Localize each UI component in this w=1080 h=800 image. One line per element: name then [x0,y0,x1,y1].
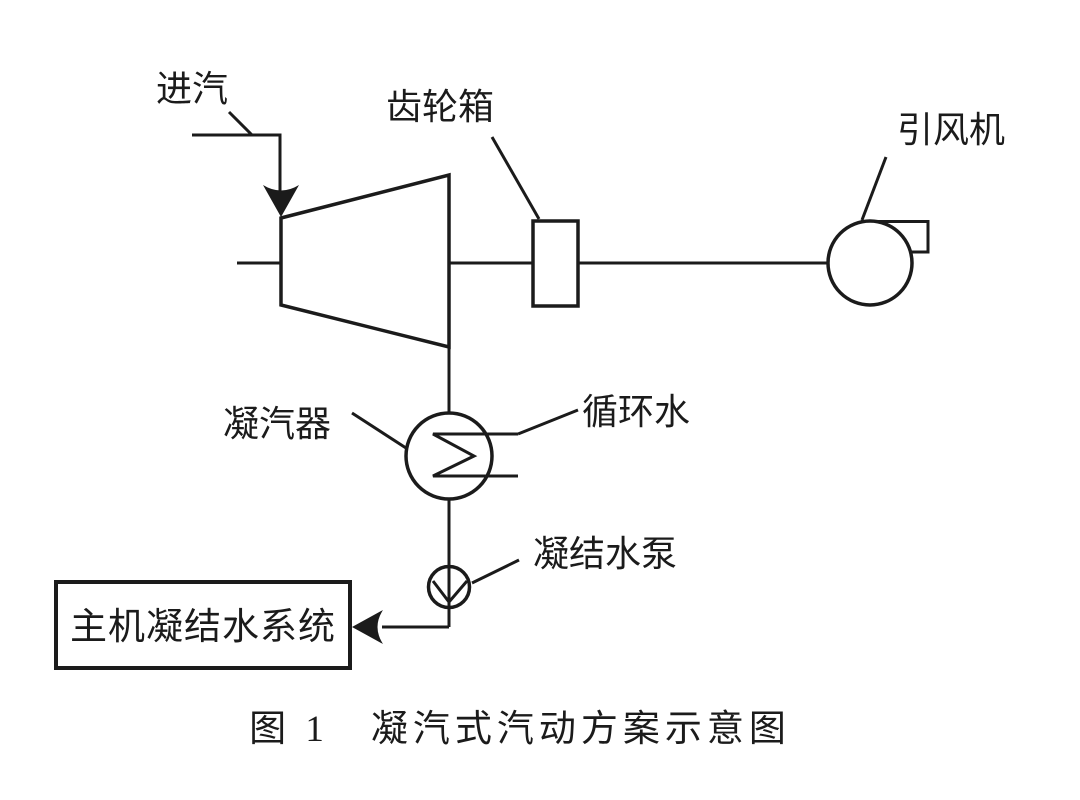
steam-inlet-label: 进汽 [156,69,228,109]
condensate-pump-vane [431,580,469,605]
circulating-water-leader-line [517,408,579,436]
condenser-symbol [404,411,494,501]
circulating-water-label: 循环水 [582,392,690,432]
fan-symbol [826,219,914,307]
gearbox-symbol [531,219,580,308]
condensate-pump-label: 凝结水泵 [533,534,677,574]
condenser-label: 凝汽器 [223,404,331,444]
figure-caption: 图 1 凝汽式汽动方案示意图 [249,708,791,750]
condenser-leader-line [351,411,407,450]
condenser-coil [432,432,518,478]
main-condensate-system-label: 主机凝结水系统 [70,606,336,648]
condensate-pump-leader-line [471,558,520,585]
outflow-arrow-icon [352,610,383,644]
turbine-symbol [279,172,451,350]
steam-inlet-pipe [192,133,282,192]
steam-inlet-leader-line [227,110,254,137]
gearbox-leader-line [490,136,541,220]
main-condensate-system-box [54,580,352,670]
gearbox-label: 齿轮箱 [386,87,494,127]
fan-label: 引风机 [897,110,1005,150]
fan-leader-line [860,156,888,221]
steam-flow-arrow-icon [263,185,299,217]
